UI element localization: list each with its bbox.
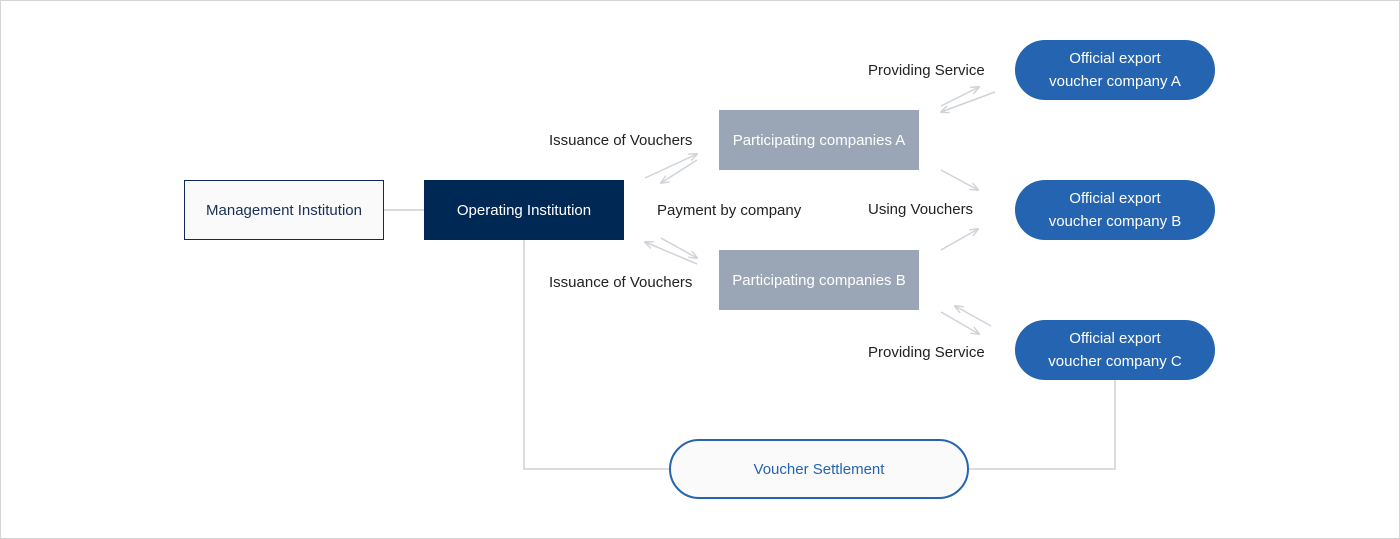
export-company-a-line2: voucher company A: [1049, 73, 1181, 90]
management-institution-node: Management Institution: [184, 180, 384, 240]
arrow-providing-a-in: [941, 91, 996, 112]
arrow-issuance-a-out: [644, 154, 697, 179]
export-company-c-line1: Official export: [1069, 330, 1161, 347]
line-operating-to-settlement: [523, 240, 669, 470]
arrow-issuance-a-back: [661, 159, 698, 183]
line-settlement-to-export-c: [969, 380, 1116, 470]
export-company-c-node: Official export voucher company C: [1015, 320, 1215, 380]
export-company-a-line1: Official export: [1069, 50, 1161, 67]
label-issuance-a: Issuance of Vouchers: [549, 132, 693, 149]
export-company-a-node: Official export voucher company A: [1015, 40, 1215, 100]
participating-companies-b-node: Participating companies B: [719, 250, 919, 310]
export-company-b-line2: voucher company B: [1048, 213, 1182, 230]
arrow-issuance-b-out: [660, 237, 697, 258]
arrow-providing-c-in: [955, 306, 992, 327]
export-company-c-line2: voucher company C: [1048, 353, 1182, 370]
label-issuance-b: Issuance of Vouchers: [549, 274, 693, 291]
export-company-b-line1: Official export: [1069, 190, 1161, 207]
arrow-providing-c-out: [940, 311, 979, 334]
participating-companies-a-node: Participating companies A: [719, 110, 919, 170]
label-providing-service-c: Providing Service: [868, 344, 985, 361]
voucher-settlement-node: Voucher Settlement: [669, 439, 969, 499]
arrow-using-a: [940, 169, 978, 190]
operating-institution-node: Operating Institution: [424, 180, 624, 240]
arrow-issuance-b-back: [645, 242, 698, 265]
arrow-providing-a-out: [940, 87, 979, 107]
label-providing-service-a: Providing Service: [868, 62, 985, 79]
label-payment-by-company: Payment by company: [657, 202, 802, 219]
arrow-using-b: [940, 229, 978, 251]
label-using-vouchers: Using Vouchers: [868, 201, 974, 218]
export-company-b-node: Official export voucher company B: [1015, 180, 1215, 240]
